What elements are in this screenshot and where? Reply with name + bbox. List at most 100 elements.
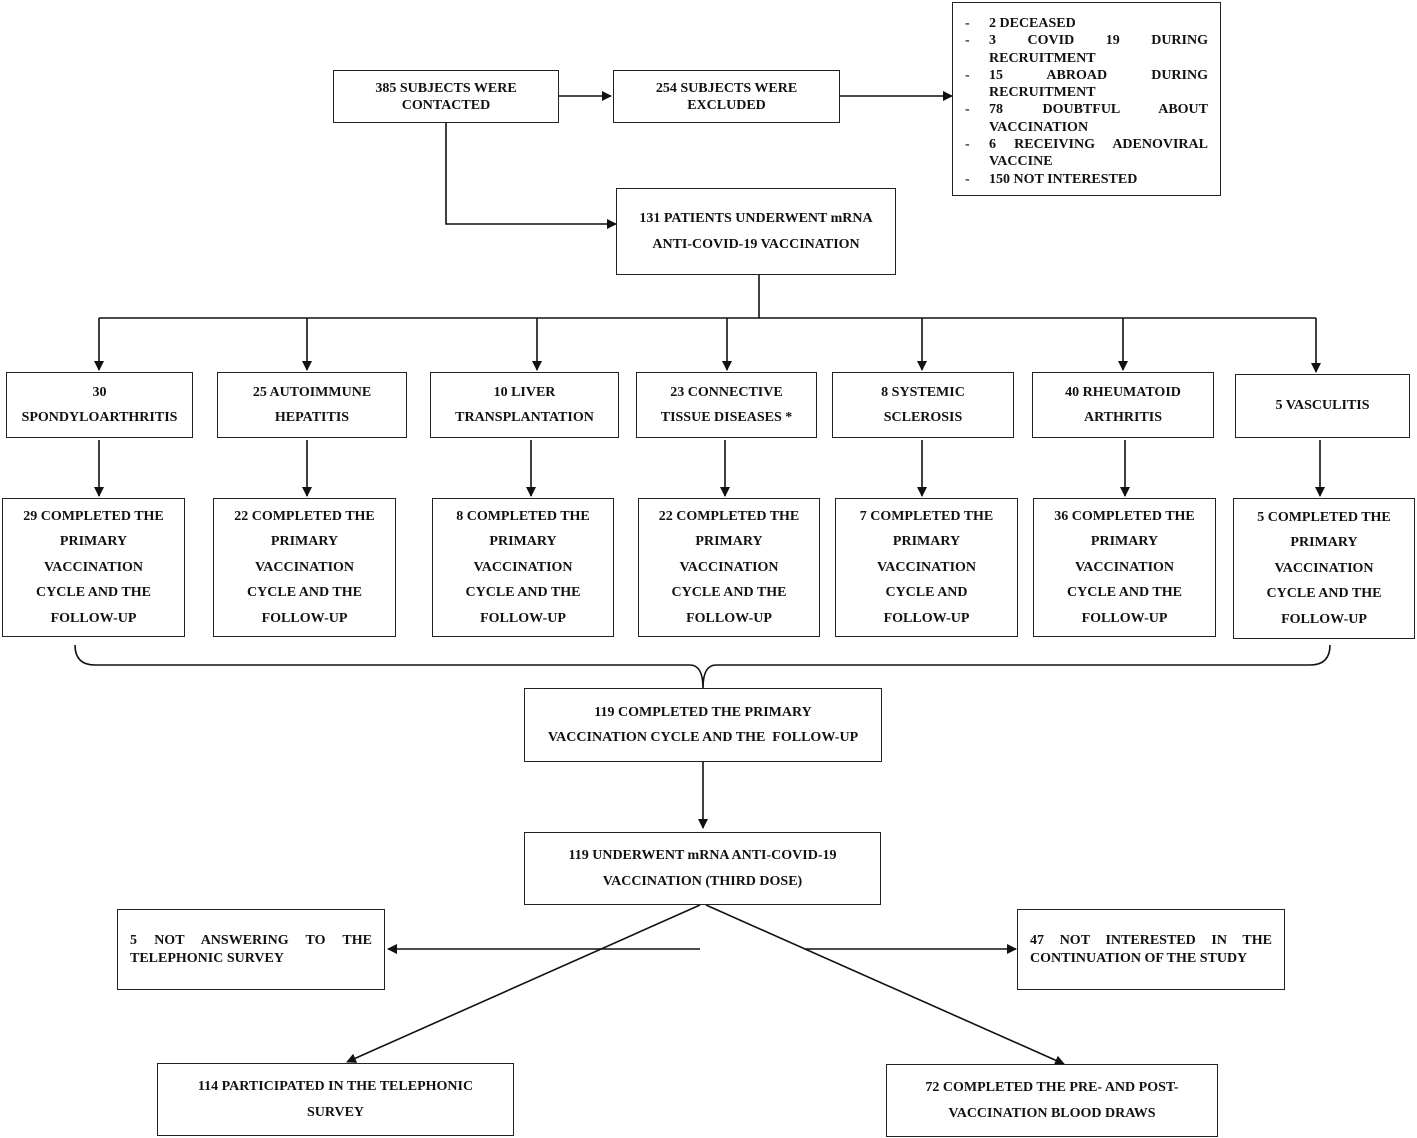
group-label-line: 8 SYSTEMIC <box>881 384 965 400</box>
completed-vasculitis-box: 5 COMPLETED THE PRIMARY VACCINATION CYCL… <box>1233 498 1415 639</box>
completed-line: PRIMARY <box>1290 535 1358 551</box>
completed-line: FOLLOW-UP <box>50 610 137 626</box>
exclusion-reason-text: 2 DECEASED <box>989 16 1076 31</box>
group-label-line: TRANSPLANTATION <box>455 410 594 425</box>
completed-line: VACCINATION <box>473 559 573 575</box>
exclusion-reason-text: 3 COVID 19 DURING RECRUITMENT <box>989 33 1208 66</box>
excluded-box: 254 SUBJECTS WERE EXCLUDED <box>613 70 840 123</box>
completed-line: CYCLE AND THE <box>1067 585 1182 601</box>
completed-line: 5 COMPLETED THE <box>1257 509 1391 525</box>
third-dose-line-1: 119 UNDERWENT mRNA ANTI-COVID-19 <box>568 848 837 863</box>
completed-line: 29 COMPLETED THE <box>23 508 164 524</box>
bullet-dash: - <box>965 171 970 187</box>
exclusion-reasons-box: - 2 DECEASED - 3 COVID 19 DURING RECRUITME… <box>952 2 1221 196</box>
completed-autoimmune-hepatitis-box: 22 COMPLETED THE PRIMARY VACCINATION CYC… <box>213 498 396 637</box>
contacted-line-2: CONTACTED <box>401 97 491 113</box>
group-autoimmune-hepatitis-box: 25 AUTOIMMUNE HEPATITIS <box>217 372 407 438</box>
blood-draws-line-2: VACCINATION BLOOD DRAWS <box>948 1105 1156 1121</box>
exclusion-reason: - 150 NOT INTERESTED <box>965 171 1208 188</box>
total-completed-line-1: 119 COMPLETED THE PRIMARY <box>594 704 812 720</box>
not-answering-box: 5 NOT ANSWERING TO THE TELEPHONIC SURVEY <box>117 909 385 990</box>
group-spondyloarthritis-box: 30 SPONDYLOARTHRITIS <box>6 372 193 438</box>
group-systemic-sclerosis-box: 8 SYSTEMIC SCLEROSIS <box>832 372 1014 438</box>
group-label-line: HEPATITIS <box>274 410 350 425</box>
completed-line: 7 COMPLETED THE <box>859 508 994 524</box>
contacted-box: 385 SUBJECTS WERE CONTACTED <box>333 70 559 123</box>
completed-line: PRIMARY <box>695 534 763 550</box>
completed-line: 8 COMPLETED THE <box>456 508 590 524</box>
completed-line: CYCLE AND THE <box>1266 586 1382 602</box>
group-label-line: 40 RHEUMATOID <box>1065 384 1181 400</box>
group-label-line: ARTHRITIS <box>1083 410 1163 425</box>
vaccinated-line-1: 131 PATIENTS UNDERWENT mRNA <box>639 211 873 226</box>
completed-line: CYCLE AND THE <box>36 585 151 601</box>
completed-line: VACCINATION <box>1074 559 1175 575</box>
arrow-contacted-to-vaccinated <box>445 123 617 229</box>
bullet-dash: - <box>965 102 970 118</box>
excluded-line-2: EXCLUDED <box>687 97 766 113</box>
bullet-dash: - <box>965 33 970 49</box>
total-completed-box: 119 COMPLETED THE PRIMARY VACCINATION CY… <box>524 688 882 762</box>
group-label-line: 10 LIVER <box>493 384 556 400</box>
completed-line: PRIMARY <box>489 534 557 550</box>
exclusion-reason: - 2 DECEASED <box>965 15 1208 32</box>
completed-line: CYCLE AND THE <box>247 585 362 601</box>
exclusion-reason: -6 RECEIVING ADENOVIRAL VACCINE <box>965 136 1208 171</box>
completed-line: FOLLOW-UP <box>261 610 348 626</box>
completed-liver-transplantation-box: 8 COMPLETED THE PRIMARY VACCINATION CYCL… <box>432 498 614 637</box>
telephonic-line-2: SURVEY <box>306 1104 365 1120</box>
not-interested-box: 47 NOT INTERESTED IN THE CONTINUATION OF… <box>1017 909 1285 990</box>
completed-systemic-sclerosis-box: 7 COMPLETED THE PRIMARY VACCINATION CYCL… <box>835 498 1018 637</box>
completed-line: FOLLOW-UP <box>1281 611 1367 627</box>
blood-draws-line-1: 72 COMPLETED THE PRE- AND POST- <box>925 1080 1179 1095</box>
completed-line: 22 COMPLETED THE <box>234 508 375 524</box>
group-label-line: 30 <box>92 384 107 400</box>
group-label-line: SPONDYLOARTHRITIS <box>21 410 178 425</box>
vaccinated-line-2: ANTI-COVID-19 VACCINATION <box>652 236 860 252</box>
arrow-to-telephonic <box>346 904 701 1063</box>
excluded-line-1: 254 SUBJECTS WERE <box>655 80 798 96</box>
contacted-line-1: 385 SUBJECTS WERE <box>375 80 517 96</box>
telephonic-line-1: 114 PARTICIPATED IN THE TELEPHONIC <box>197 1079 474 1094</box>
completed-line: 36 COMPLETED THE <box>1054 508 1195 524</box>
exclusion-reason: - 78 DOUBTFUL ABOUT VACCINATION <box>965 101 1208 136</box>
exclusion-reason-text: 78 DOUBTFUL ABOUT VACCINATION <box>989 102 1208 135</box>
group-label-line: 23 CONNECTIVE <box>670 384 783 400</box>
completed-line: 22 COMPLETED THE <box>658 508 800 524</box>
group-rheumatoid-arthritis-box: 40 RHEUMATOID ARTHRITIS <box>1032 372 1214 438</box>
not-interested-text: 47 NOT INTERESTED IN THE CONTINUATION OF… <box>1030 933 1272 966</box>
completed-rheumatoid-arthritis-box: 36 COMPLETED THE PRIMARY VACCINATION CYC… <box>1033 498 1216 637</box>
completed-line: FOLLOW-UP <box>480 610 566 626</box>
merge-brace <box>74 644 1331 689</box>
bullet-dash: - <box>965 67 970 83</box>
total-completed-line-2: VACCINATION CYCLE AND THE FOLLOW-UP <box>547 730 859 745</box>
completed-line: CYCLE AND THE <box>671 585 787 601</box>
completed-line: CYCLE AND <box>885 585 968 601</box>
completed-line: PRIMARY <box>59 534 128 550</box>
not-answering-text: 5 NOT ANSWERING TO THE TELEPHONIC SURVEY <box>130 933 372 966</box>
completed-line: FOLLOW-UP <box>883 610 970 626</box>
exclusion-reason: - 15 ABROAD DURING RECRUITMENT <box>965 67 1208 102</box>
vaccinated-box: 131 PATIENTS UNDERWENT mRNA ANTI-COVID-1… <box>616 188 896 275</box>
completed-line: FOLLOW-UP <box>686 610 772 626</box>
completed-line: CYCLE AND THE <box>465 585 581 601</box>
completed-line: PRIMARY <box>1090 534 1159 550</box>
blood-draws-box: 72 COMPLETED THE PRE- AND POST- VACCINAT… <box>886 1064 1218 1137</box>
arrow-to-blood-draws <box>705 904 1065 1065</box>
group-label-line: 25 AUTOIMMUNE <box>252 384 372 400</box>
bullet-dash: - <box>965 16 970 31</box>
group-label-line: SCLEROSIS <box>883 410 963 425</box>
exclusion-reason: - 3 COVID 19 DURING RECRUITMENT <box>965 32 1208 67</box>
group-liver-transplantation-box: 10 LIVER TRANSPLANTATION <box>430 372 619 438</box>
completed-line: VACCINATION <box>43 559 144 575</box>
exclusion-reason-text: 6 RECEIVING ADENOVIRAL VACCINE <box>989 137 1208 170</box>
third-dose-line-2: VACCINATION (THIRD DOSE) <box>602 873 803 889</box>
exclusion-reason-text: 150 NOT INTERESTED <box>989 171 1138 187</box>
exclusion-reason-text: 15 ABROAD DURING RECRUITMENT <box>989 67 1208 101</box>
completed-line: FOLLOW-UP <box>1081 610 1168 626</box>
group-vasculitis-box: 5 VASCULITIS <box>1235 374 1410 438</box>
completed-line: VACCINATION <box>876 559 977 575</box>
completed-line: VACCINATION <box>679 559 779 575</box>
group-label-line: 5 VASCULITIS <box>1275 398 1370 414</box>
